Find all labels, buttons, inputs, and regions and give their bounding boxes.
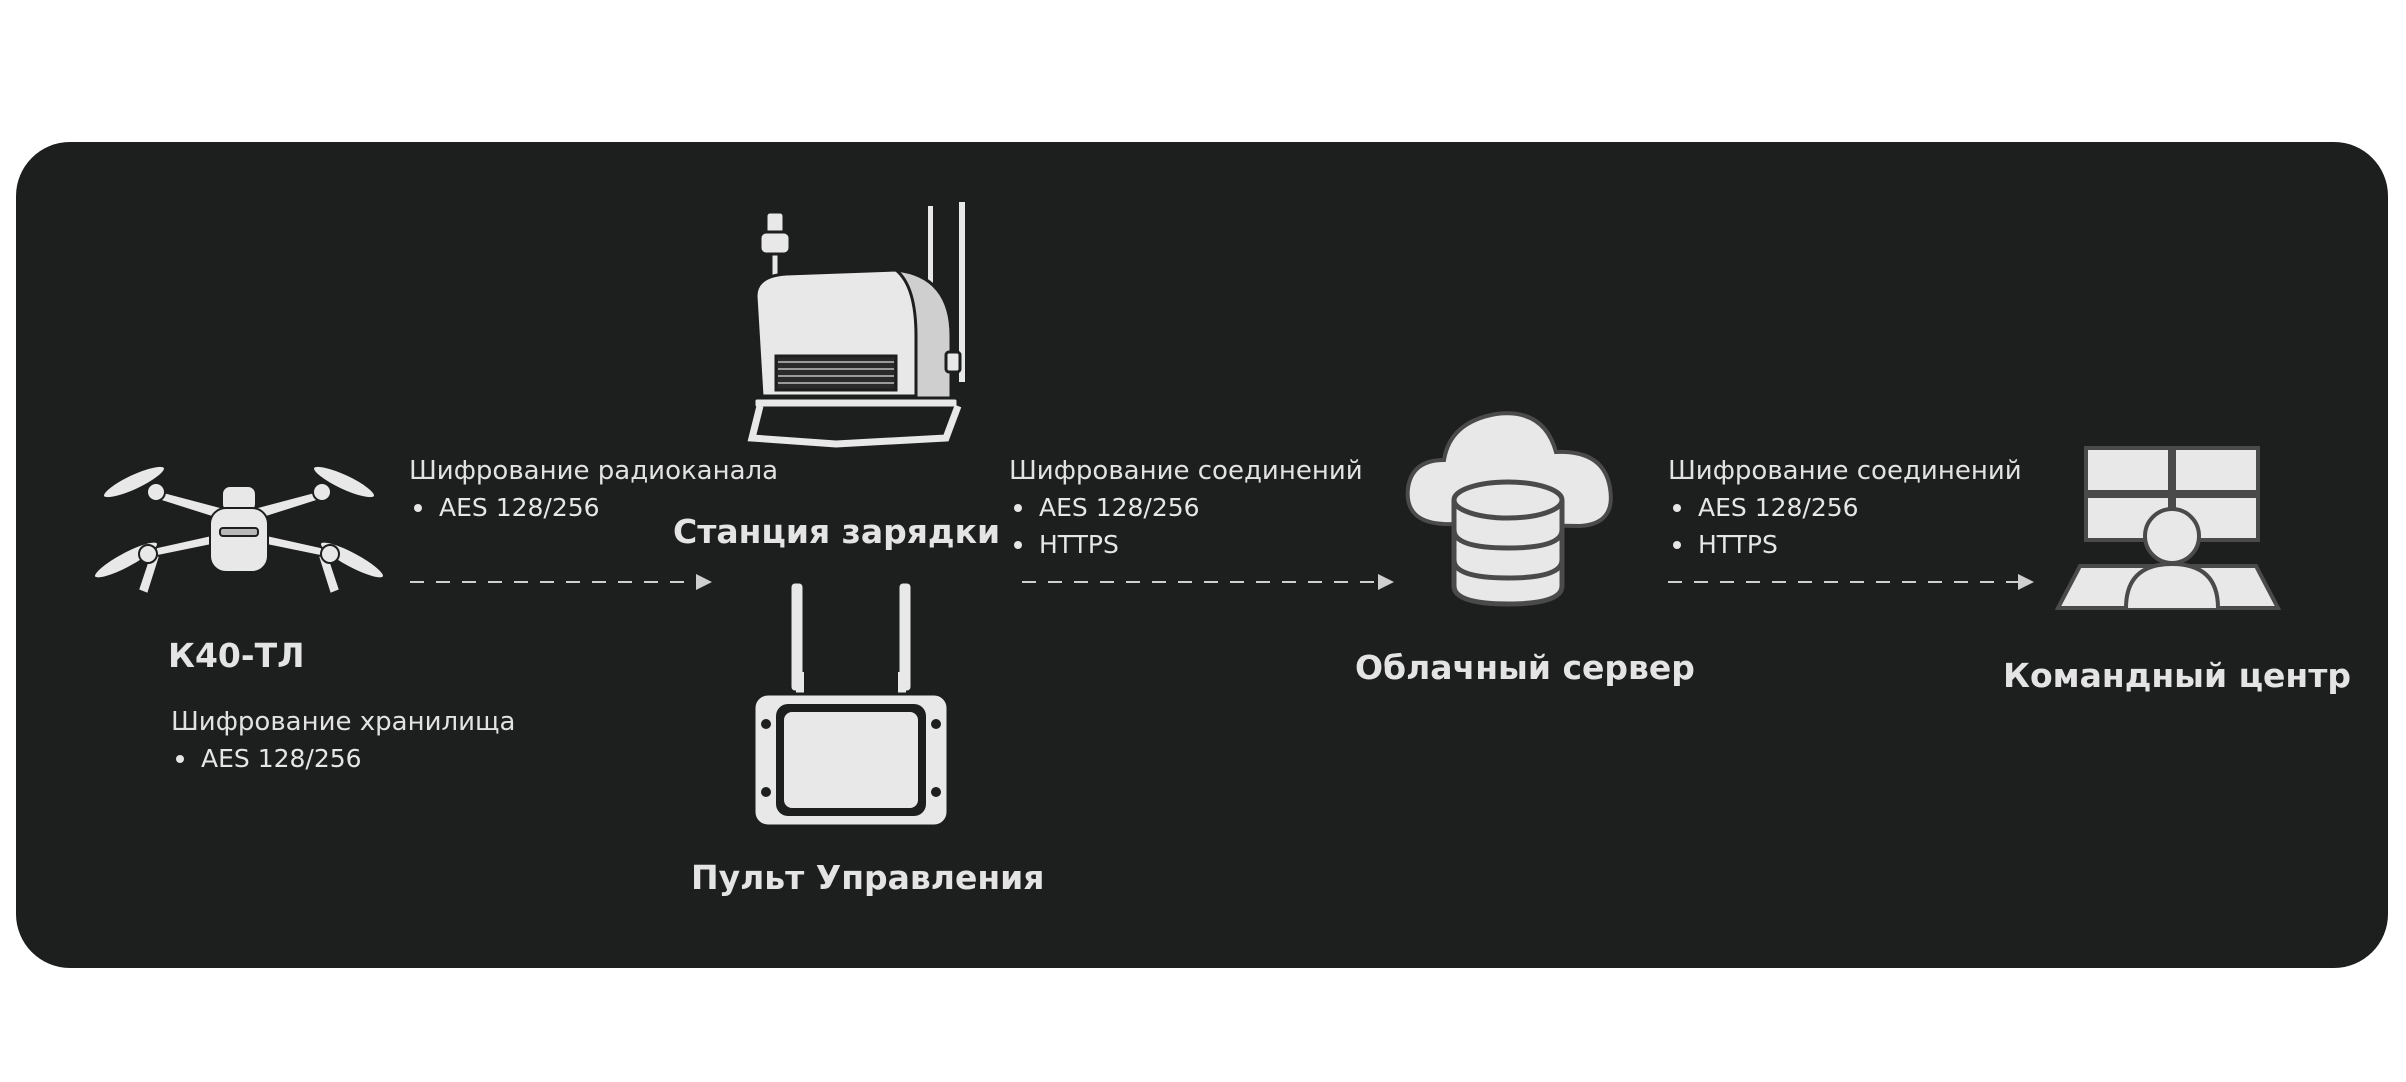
connection1-caption: Шифрование соединений [1009, 456, 1363, 486]
remote-controller-icon [752, 580, 950, 828]
list-item: AES 128/256 [174, 740, 362, 777]
connection1-arrow [1022, 574, 1394, 590]
connection2-bullets: AES 128/256 HTTPS [1671, 489, 1859, 563]
list-item: AES 128/256 [412, 489, 600, 526]
drone-title: К40-ТЛ [168, 636, 305, 675]
connection2-caption: Шифрование соединений [1668, 456, 2022, 486]
charging-station-icon [747, 202, 965, 448]
drone-bullets: AES 128/256 [174, 740, 362, 777]
list-item: HTTPS [1671, 526, 1859, 563]
connection2-arrow [1668, 574, 2034, 590]
command-title: Командный центр [2003, 656, 2351, 695]
cloud-title: Облачный сервер [1355, 648, 1695, 687]
list-item: AES 128/256 [1671, 489, 1859, 526]
list-item: HTTPS [1012, 526, 1200, 563]
drone-caption: Шифрование хранилища [171, 707, 516, 737]
radio-link-bullets: AES 128/256 [412, 489, 600, 526]
connection1-bullets: AES 128/256 HTTPS [1012, 489, 1200, 563]
radio-link-arrow [410, 574, 712, 590]
station-title: Станция зарядки [673, 512, 1001, 551]
drone-icon [92, 464, 386, 596]
remote-title: Пульт Управления [691, 858, 1045, 897]
radio-link-caption: Шифрование радиоканала [409, 456, 779, 486]
command-center-icon [2054, 446, 2282, 610]
list-item: AES 128/256 [1012, 489, 1200, 526]
cloud-server-icon [1405, 411, 1613, 607]
diagram-panel: К40-ТЛ Шифрование хранилища AES 128/256 … [16, 142, 2388, 968]
